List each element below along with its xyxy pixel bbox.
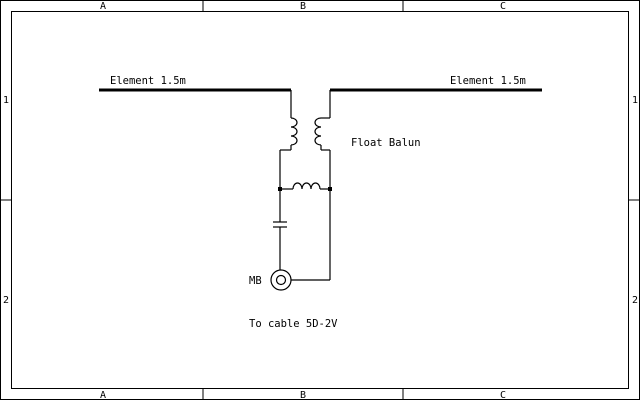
element-right-label: Element 1.5m [450,75,526,87]
balun-label: Float Balun [351,137,421,149]
junction-dot-left [278,187,282,191]
zone-col-top-b: B [300,1,306,12]
zone-row-right-2: 2 [632,295,638,306]
junction-dot-right [328,187,332,191]
zone-row-left-1: 1 [3,95,9,106]
coax-connector [270,269,330,291]
choke-inductor [280,182,330,190]
zone-col-bottom-b: B [300,390,306,400]
inner-border [11,11,629,389]
zone-col-bottom-c: C [500,390,506,400]
cable-note: To cable 5D-2V [249,318,338,330]
zone-col-top-a: A [100,1,106,12]
zone-col-bottom-a: A [100,390,106,400]
element-left-label: Element 1.5m [110,75,186,87]
float-balun-transformer [280,90,331,151]
zone-col-top-c: C [500,1,506,12]
capacitor [273,218,287,270]
zone-row-right-1: 1 [632,95,638,106]
zone-row-left-2: 2 [3,295,9,306]
connector-label: MB [249,275,262,287]
